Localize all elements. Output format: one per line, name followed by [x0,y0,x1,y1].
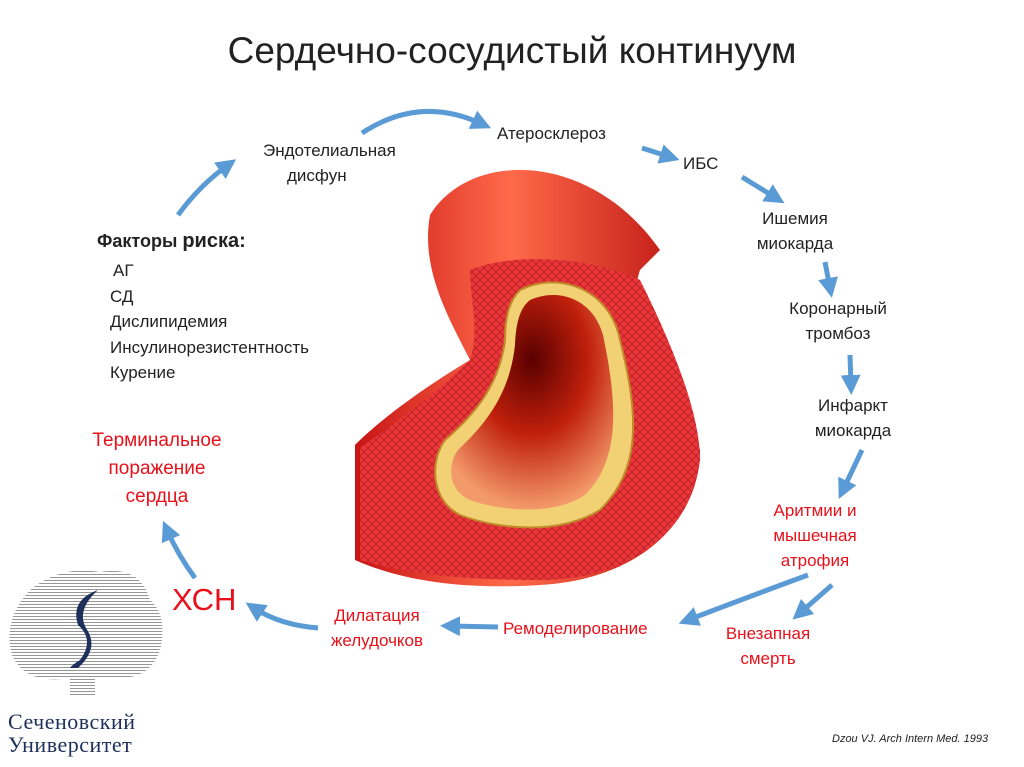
node-arrhythmia-line2: мышечная [773,526,857,545]
university-logo-text: Сеченовский Университет [8,710,136,756]
node-arrhythmia-line3: атрофия [780,551,850,570]
node-arrhythmia-line1: Аритмии и [773,501,857,520]
node-ischemia-line2: миокарда [756,234,834,253]
risk-factor-item: Дислипидемия [110,312,228,331]
node-sudden-death-line1: Внезапная [725,624,811,643]
node-dilatation: Дилатация желудочков [331,603,423,653]
citation: Dzou VJ. Arch Intern Med. 1993 [832,733,989,745]
node-ibs: ИБС [683,154,719,173]
arrow-arrhythmia-to-sudden-death [792,583,834,620]
arrow-ibs-to-ischemia [740,174,785,204]
arrow-arrhythmia-to-remodeling [678,572,809,626]
dna-helix-icon [70,590,98,668]
node-terminal-line3: сердца [125,486,189,507]
node-infarction: Инфаркт миокарда [815,393,891,443]
node-sudden-death-line2: смерть [740,649,796,668]
arrow-endothelial-to-atherosclerosis [360,108,492,136]
node-thrombosis-line1: Коронарный [789,299,887,318]
node-chf: ХСН [172,582,237,617]
node-endothelial: Эндотелиальная дисфун [263,138,396,188]
node-remodeling: Ремоделирование [503,619,648,638]
logo-line2: Университет [8,732,133,757]
arrow-chf-to-terminal [161,520,198,580]
node-terminal-line1: Терминальное [92,430,222,451]
node-arrhythmia: Аритмии и мышечная атрофия [773,498,856,573]
risk-factor-item: АГ [113,261,134,280]
node-ischemia-line1: Ишемия [762,209,828,228]
node-terminal-line2: поражение [108,458,206,479]
risk-factor-item: СД [110,286,134,306]
node-endothelial-line1: Эндотелиальная [263,141,396,160]
node-atherosclerosis: Атеросклероз [497,124,606,143]
node-infarction-line1: Инфаркт [818,396,888,415]
node-dilatation-line1: Дилатация [334,606,420,625]
arrow-dilatation-to-chf [245,602,319,631]
node-infarction-line2: миокарда [814,421,892,440]
node-thrombosis: Коронарный тромбоз [789,296,887,346]
arrow-ischemia-to-thrombosis [818,261,838,298]
risk-factors-heading: Факторы риска: [97,229,246,254]
risk-factor-item: Курение [110,363,176,382]
arrow-infarction-to-arrhythmia [838,448,865,500]
node-thrombosis-line2: тромбоз [805,324,871,343]
arrow-atherosclerosis-to-ibs [641,144,680,164]
arrow-risk-to-endothelial [175,159,237,217]
node-ischemia: Ишемия миокарда [757,206,833,256]
node-dilatation-line2: желудочков [330,631,424,650]
artery-lumen [451,295,614,510]
slide-title: Сердечно-сосудистый континуум [227,30,797,71]
arrow-thrombosis-to-infarction [840,354,861,395]
risk-factor-item: Инсулинорезистентность [110,337,310,357]
logo-line1: Сеченовский [8,709,136,734]
arrow-remodeling-to-dilatation [440,616,499,637]
node-endothelial-line2: дисфун [287,166,347,185]
risk-factors-list: АГ СД Дислипидемия Инсулинорезистентност… [110,258,309,386]
risk-factors-heading-word2: риска: [182,230,246,252]
node-sudden-death: Внезапная смерть [726,621,810,671]
risk-factors-heading-word1: Факторы [97,231,183,251]
node-terminal: Терминальное поражение сердца [92,427,221,511]
